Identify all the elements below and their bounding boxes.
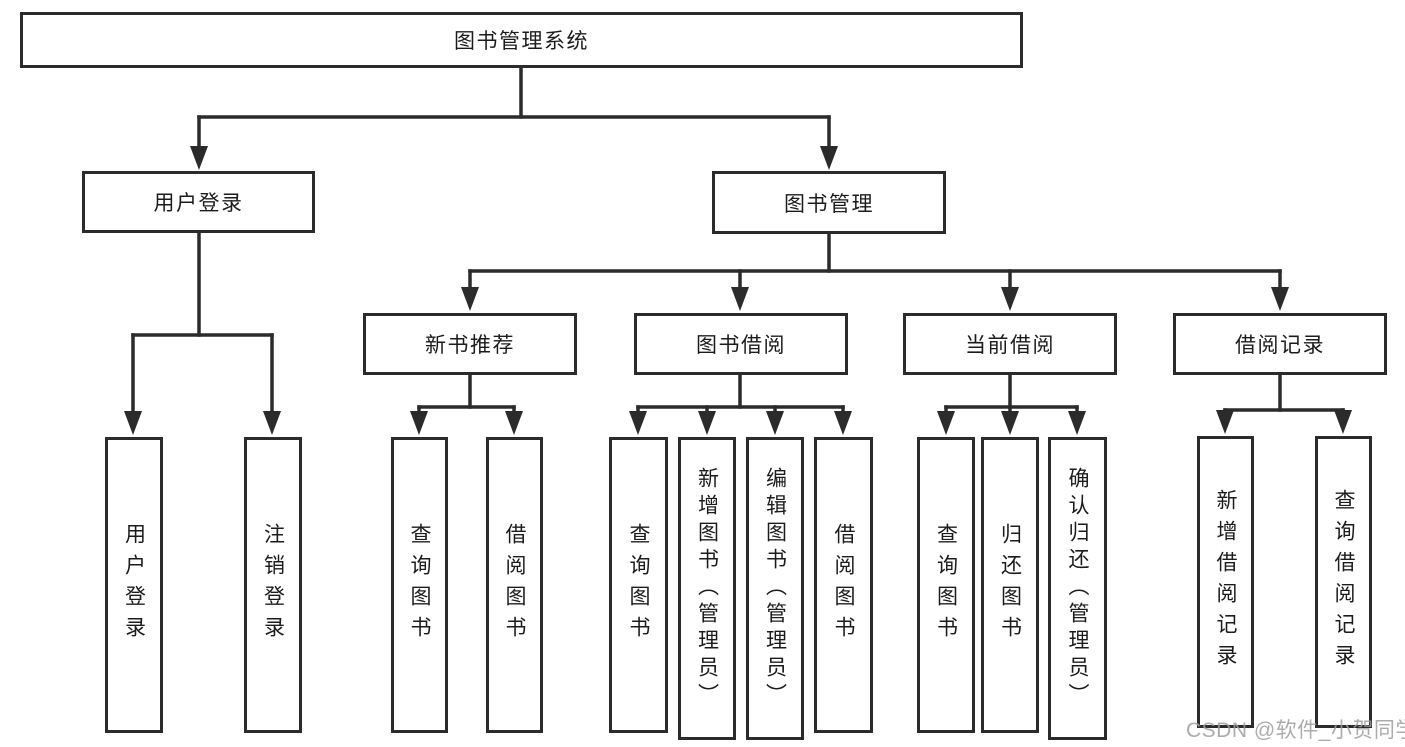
- arrowheads: [124, 146, 1352, 435]
- node-label: 编辑图书（管理员）: [763, 467, 787, 710]
- node-leaf-user-login: 用户登录: [105, 437, 163, 733]
- node-label: 借阅图书: [832, 523, 855, 647]
- node-leaf-add-borrow-record: 新增借阅记录: [1197, 436, 1254, 728]
- node-label: 确认归还（管理员）: [1066, 467, 1089, 710]
- node-leaf-query-books-3: 查询图书: [917, 437, 975, 733]
- node-leaf-return-books: 归还图书: [981, 437, 1039, 733]
- node-label: 图书管理: [784, 192, 874, 216]
- node-label: 图书借阅: [696, 334, 786, 357]
- node-user-login: 用户登录: [82, 171, 315, 233]
- node-label: 新增图书（管理员）: [695, 467, 719, 710]
- node-label: 归还图书: [998, 523, 1022, 647]
- node-label: 查询图书: [934, 523, 958, 647]
- node-leaf-query-books-2: 查询图书: [609, 437, 668, 733]
- node-label: 借阅图书: [503, 523, 526, 647]
- node-book-borrow: 图书借阅: [634, 313, 848, 375]
- node-leaf-query-books-1: 查询图书: [391, 437, 448, 733]
- node-label: 新增借阅记录: [1214, 489, 1237, 675]
- node-book-management: 图书管理: [712, 171, 946, 234]
- node-label: 图书管理系统: [454, 30, 589, 53]
- node-current-borrow: 当前借阅: [903, 313, 1117, 375]
- node-library-system: 图书管理系统: [20, 12, 1023, 68]
- node-leaf-add-books-admin: 新增图书（管理员）: [678, 437, 736, 740]
- node-label: 用户登录: [122, 523, 146, 647]
- node-leaf-borrow-books-1: 借阅图书: [486, 437, 543, 733]
- node-leaf-edit-books-admin: 编辑图书（管理员）: [746, 437, 804, 740]
- node-label: 查询图书: [408, 523, 431, 647]
- node-label: 借阅记录: [1235, 334, 1325, 357]
- node-label: 查询借阅记录: [1332, 489, 1355, 675]
- node-new-book-recommend: 新书推荐: [363, 313, 577, 375]
- node-leaf-confirm-return-admin: 确认归还（管理员）: [1048, 437, 1107, 740]
- node-leaf-query-borrow-record: 查询借阅记录: [1315, 436, 1372, 728]
- node-borrow-records: 借阅记录: [1173, 313, 1387, 375]
- node-label: 查询图书: [627, 523, 650, 647]
- node-label: 注销登录: [261, 523, 285, 647]
- node-label: 用户登录: [153, 192, 244, 215]
- node-label: 新书推荐: [425, 334, 515, 357]
- node-leaf-borrow-books-2: 借阅图书: [814, 437, 873, 733]
- node-label: 当前借阅: [965, 334, 1055, 357]
- node-leaf-logout: 注销登录: [244, 437, 302, 733]
- csdn-watermark: CSDN @软件_小贺同学: [1186, 719, 1405, 742]
